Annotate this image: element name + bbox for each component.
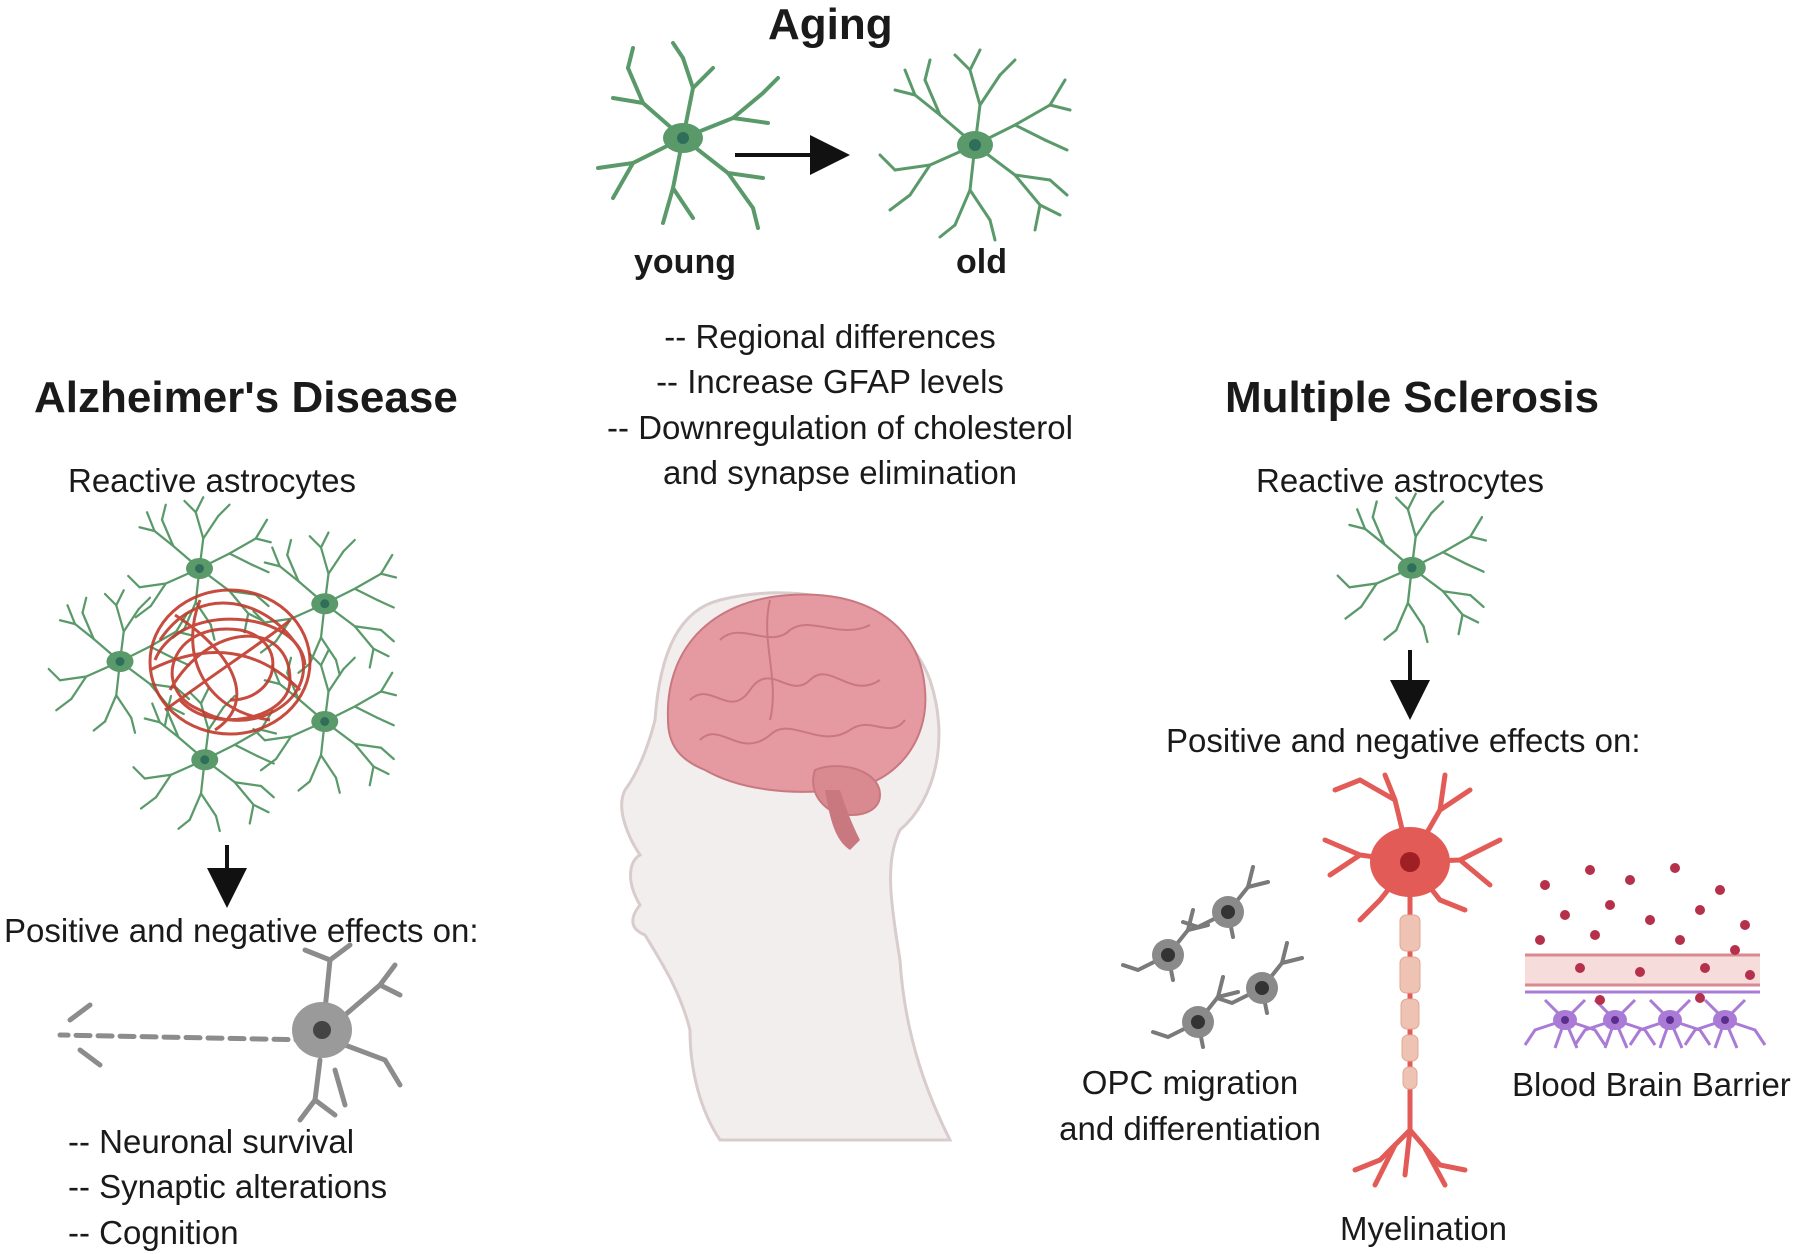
ms-effects-title: Positive and negative effects on: — [1166, 722, 1641, 759]
alzheimers-title: Alzheimer's Disease — [34, 373, 458, 422]
alzheimers-cell-label: Reactive astrocytes — [68, 462, 356, 499]
opc-label: OPC migration — [1081, 1064, 1299, 1101]
brain-head-icon — [620, 591, 953, 1142]
opc-label: and differentiation — [1059, 1110, 1321, 1147]
opc-cell-icon — [1121, 865, 1304, 1049]
aging-point: and synapse elimination — [662, 454, 1018, 491]
ms-astrocyte-icon — [1336, 492, 1488, 644]
reactive-astrocyte-cluster-icon — [47, 496, 398, 833]
ms-title: Multiple Sclerosis — [1225, 373, 1600, 422]
blood-brain-barrier-icon — [1523, 863, 1767, 1050]
alzheimers-effect: -- Synaptic alterations — [68, 1168, 388, 1205]
alzheimers-effects-title: Positive and negative effects on: — [4, 912, 479, 949]
old-label: old — [956, 243, 1007, 281]
alzheimers-effect: -- Cognition — [68, 1214, 239, 1251]
aging-point: -- Regional differences — [664, 318, 996, 355]
myelination-label: Myelination — [1340, 1210, 1507, 1247]
young-label: young — [634, 243, 736, 281]
old-astrocyte-icon — [878, 48, 1072, 242]
bbb-label: Blood Brain Barrier — [1512, 1066, 1791, 1103]
aging-point: -- Downregulation of cholesterol — [607, 409, 1073, 446]
aging-title: Aging — [768, 0, 893, 49]
alzheimers-effect: -- Neuronal survival — [68, 1123, 355, 1160]
young-astrocyte-icon — [596, 41, 780, 230]
myelinating-neuron-icon — [1322, 772, 1503, 1188]
neuron-icon — [57, 942, 403, 1123]
aging-point: -- Increase GFAP levels — [656, 363, 1004, 400]
ms-cell-label: Reactive astrocytes — [1256, 462, 1544, 499]
